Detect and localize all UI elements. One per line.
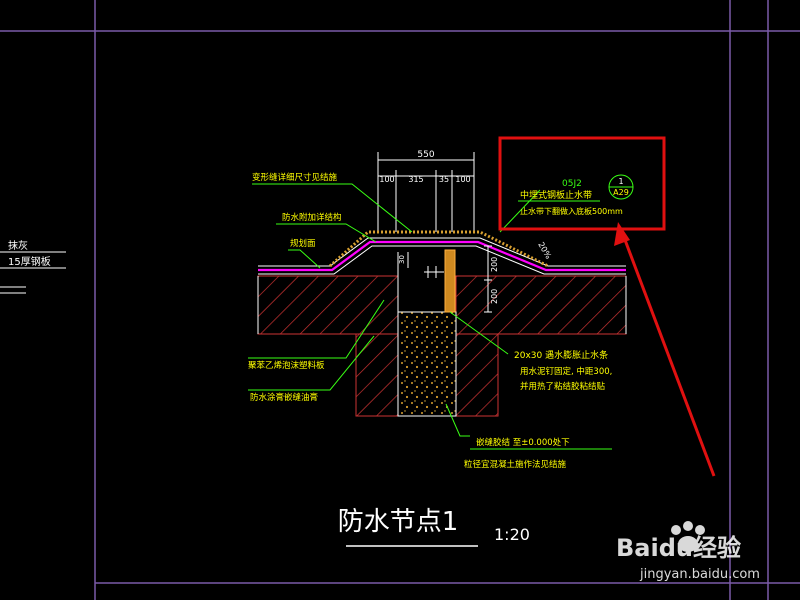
detail-number: 1	[618, 177, 623, 186]
callout-nail-fix: 用水泥钉固定, 中距300,	[520, 366, 612, 377]
concrete-structure	[257, 275, 627, 417]
vertical-dimensions	[407, 245, 492, 313]
dim-seg-4: 100	[455, 175, 470, 184]
watermark-url: jingyan.baidu.com	[639, 567, 760, 582]
left-notes: 抹灰 15厚钢板	[0, 239, 66, 294]
highlight-box	[498, 136, 666, 231]
callout-sealant: 防水涂膏嵌缝油膏	[250, 392, 318, 403]
drawing-scale: 1:20	[494, 525, 530, 544]
sheet-number: A29	[613, 188, 629, 197]
callout-aggregate: 粒径宜混凝土施作法见结施	[464, 459, 567, 470]
watermark-brand: Baidu经验	[616, 534, 741, 562]
paw-icon	[671, 521, 705, 552]
highlight-annotation: 05J2 1 A29 中埋式钢板止水带 止水带下翻做入底板500mm 20%	[518, 174, 634, 261]
dim-seg-2: 315	[408, 175, 423, 184]
callout-glue: 并用热了粘结胶粘结贴	[520, 381, 606, 392]
ref-code: 05J2	[562, 179, 582, 189]
dim-vertical-upper: 200	[490, 257, 499, 272]
left-note-1: 抹灰	[8, 239, 28, 252]
dim-seg-3: 35	[439, 175, 449, 184]
dim-slab-small: 30	[398, 255, 406, 264]
water-stop	[397, 249, 456, 313]
callout-plan-face: 规划面	[290, 238, 316, 249]
drawing-title: 防水节点1	[338, 507, 459, 537]
left-note-2: 15厚钢板	[8, 255, 51, 268]
highlight-line-2: 止水带下翻做入底板500mm	[520, 206, 623, 216]
dim-total: 550	[417, 150, 434, 160]
highlight-line-1: 中埋式钢板止水带	[520, 189, 592, 201]
callout-foam-board: 聚苯乙烯泡沫塑料板	[248, 360, 325, 371]
slope-label: 20%	[536, 241, 553, 261]
callout-joint-glue: 嵌缝胶结 至±0.000处下	[476, 437, 570, 448]
callout-joint-note: 变形缝详细尺寸见结施	[252, 172, 338, 183]
callout-swell-strip: 20x30 遇水膨胀止水条	[514, 349, 608, 361]
dim-seg-1: 100	[379, 175, 394, 184]
callout-waterproof-add: 防水附加详结构	[282, 212, 342, 223]
top-dimension	[377, 152, 475, 232]
red-arrow	[614, 222, 716, 477]
leader-lines	[248, 183, 541, 437]
baidu-watermark: Baidu经验 jingyan.baidu.com	[616, 521, 760, 582]
dim-vertical-lower: 200	[490, 289, 499, 304]
